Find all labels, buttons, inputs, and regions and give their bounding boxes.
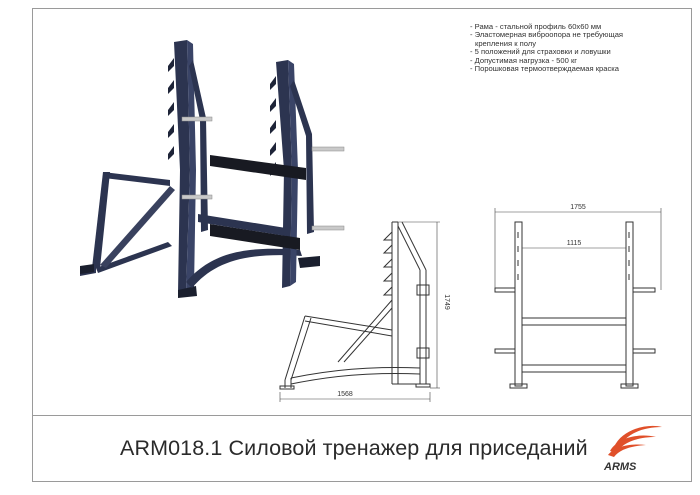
- width-inner-dimension: 1115: [567, 240, 582, 247]
- logo-wordmark: ARMS: [603, 461, 637, 473]
- spec-item: - Рама - стальной профиль 60х60 мм: [470, 22, 602, 31]
- spec-item: - Эластомерная виброопора не требующая: [470, 30, 624, 40]
- document-title: ARM018.1 Силовой тренажер для приседаний: [120, 436, 588, 460]
- front-view-drawing: [494, 221, 656, 389]
- spec-item: - 5 положений для страховки и ловушки: [470, 47, 611, 57]
- title-divider: [32, 415, 692, 416]
- spec-item: крепления к полу: [475, 38, 537, 48]
- spec-item: - Допустимая нагрузка - 500 кг: [470, 55, 578, 65]
- sheet-frame: [32, 8, 692, 482]
- side-view-drawing: [279, 221, 431, 390]
- width-total-dimension: 1755: [570, 204, 586, 211]
- rack-3d-render: [80, 40, 345, 298]
- depth-dimension: 1568: [337, 391, 353, 398]
- spec-list: - Рама - стальной профиль 60х60 мм - Эла…: [470, 22, 670, 74]
- height-dimension: 1749: [443, 294, 450, 310]
- spec-item: - Порошковая термоотверждаемая краска: [470, 64, 619, 74]
- arms-logo: ARMS: [603, 425, 662, 473]
- front-view-dimensions: [494, 208, 662, 290]
- side-view-dimensions: [279, 221, 440, 402]
